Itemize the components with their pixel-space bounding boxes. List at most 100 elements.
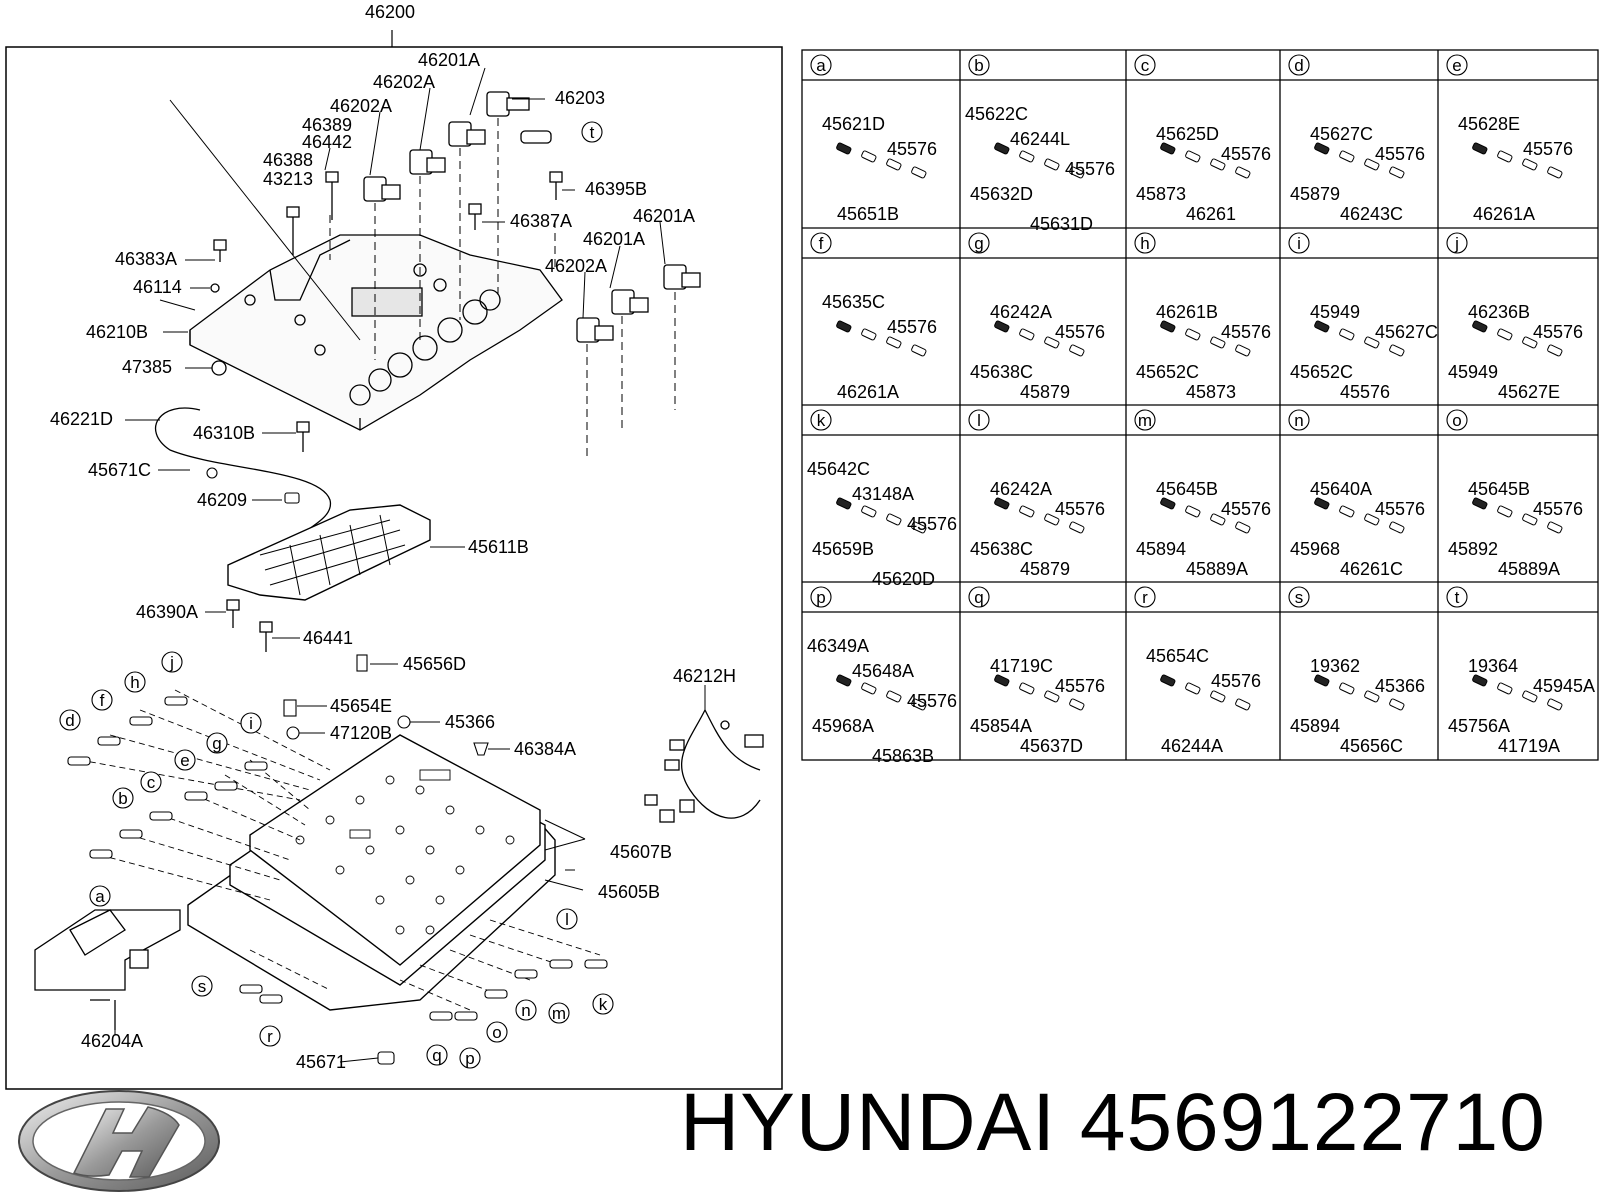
part-label: 46204A — [81, 1031, 143, 1051]
part-label: 46221D — [50, 409, 113, 429]
cell-part-label: 45892 — [1448, 539, 1498, 559]
brand-name: HYUNDAI — [680, 1077, 1057, 1168]
part-label: 46210B — [86, 322, 148, 342]
part-label: 46442 — [302, 132, 352, 152]
valve-part — [1389, 166, 1405, 179]
cell-part-label: 45889A — [1498, 559, 1560, 579]
svg-text:t: t — [590, 123, 595, 142]
valve-part — [1069, 166, 1085, 179]
valve-part — [1160, 320, 1176, 333]
cell-part-label: 45637D — [1020, 736, 1083, 756]
valve-part — [1019, 150, 1035, 163]
cell-part-label: 19362 — [1310, 656, 1360, 676]
valve-part — [1364, 336, 1380, 349]
cell-letter-circle — [1446, 409, 1468, 431]
part-label: 45654E — [330, 696, 392, 716]
cell-part-label: 45576 — [907, 514, 957, 534]
valve-part — [1472, 142, 1488, 155]
cell-part-label: 45366 — [1375, 676, 1425, 696]
svg-text:h: h — [130, 673, 139, 692]
cell-letter: k — [817, 411, 826, 430]
part-label: 46209 — [197, 490, 247, 510]
cell-part-label: 45576 — [1065, 159, 1115, 179]
cell-part-label: 45949 — [1448, 362, 1498, 382]
valve-part — [1210, 158, 1226, 171]
valve-part — [1522, 513, 1538, 526]
part-label: 46201A — [633, 206, 695, 226]
upper-valve-body — [159, 99, 563, 431]
cell-part-label: 45879 — [1020, 382, 1070, 402]
cell-part-label: 41719A — [1498, 736, 1560, 756]
cell-letter-circle — [968, 586, 990, 608]
cell-part-label: 19364 — [1468, 656, 1518, 676]
cell-part-label: 45576 — [1211, 671, 1261, 691]
part-label: 46384A — [514, 739, 576, 759]
valve-part — [1185, 150, 1201, 163]
valve-part — [1472, 497, 1488, 510]
cell-letter-circle — [1446, 586, 1468, 608]
cell-part-label: 46242A — [990, 302, 1052, 322]
valve-part — [1314, 142, 1330, 155]
cell-part-label: 45879 — [1290, 184, 1340, 204]
cell-part-label: 46261A — [837, 382, 899, 402]
svg-text:p: p — [465, 1049, 474, 1068]
valve-part — [994, 142, 1010, 155]
valve-part — [1547, 344, 1563, 357]
lower-valve-body-holes — [295, 769, 515, 935]
valve-part — [1019, 328, 1035, 341]
cell-part-label: 45620D — [872, 569, 935, 589]
solenoid-valves — [363, 91, 701, 343]
cell-letter: h — [1140, 234, 1149, 253]
cell-part-label: 45576 — [1055, 499, 1105, 519]
valve-part — [911, 344, 927, 357]
hyundai-logo-icon — [18, 1090, 220, 1192]
cell-part-label: 45654C — [1146, 646, 1209, 666]
valve-part — [1497, 682, 1513, 695]
cell-part-label: 45659B — [812, 539, 874, 559]
part-label: 45671 — [296, 1052, 346, 1072]
valve-part — [886, 336, 902, 349]
cell-part-label: 45635C — [822, 292, 885, 312]
part-label: 46310B — [193, 423, 255, 443]
valve-part — [1235, 521, 1251, 534]
valve-part — [1389, 521, 1405, 534]
cell-letter-circle — [1288, 586, 1310, 608]
valve-part — [1044, 336, 1060, 349]
cell-letter-circle — [810, 409, 832, 431]
part-label: 46202A — [330, 96, 392, 116]
part-label: 46201A — [418, 50, 480, 70]
valve-part — [836, 320, 852, 333]
cell-part-label: 45576 — [1533, 322, 1583, 342]
svg-text:s: s — [198, 977, 207, 996]
valve-part — [911, 521, 927, 534]
valve-part — [1069, 521, 1085, 534]
svg-text:q: q — [432, 1046, 441, 1065]
svg-text:n: n — [521, 1001, 530, 1020]
cell-part-label: 46261B — [1156, 302, 1218, 322]
cell-part-label: 45576 — [1375, 144, 1425, 164]
cell-part-label: 46349A — [807, 636, 869, 656]
cell-part-label: 45628E — [1458, 114, 1520, 134]
part-number: 4569122710 — [1079, 1077, 1546, 1168]
part-label: 47385 — [122, 357, 172, 377]
valve-part — [1339, 505, 1355, 518]
cell-part-label: 45625D — [1156, 124, 1219, 144]
cell-letter: m — [1138, 411, 1152, 430]
cell-part-label: 45894 — [1290, 716, 1340, 736]
cell-part-label: 45640A — [1310, 479, 1372, 499]
bolts — [210, 171, 563, 652]
cell-part-label: 45627E — [1498, 382, 1560, 402]
cell-letter: d — [1294, 56, 1303, 75]
valve-part — [1069, 698, 1085, 711]
part-label: 45366 — [445, 712, 495, 732]
cell-letter-circle — [1288, 232, 1310, 254]
cell-part-label: 45756A — [1448, 716, 1510, 736]
cell-letter-circle — [810, 586, 832, 608]
